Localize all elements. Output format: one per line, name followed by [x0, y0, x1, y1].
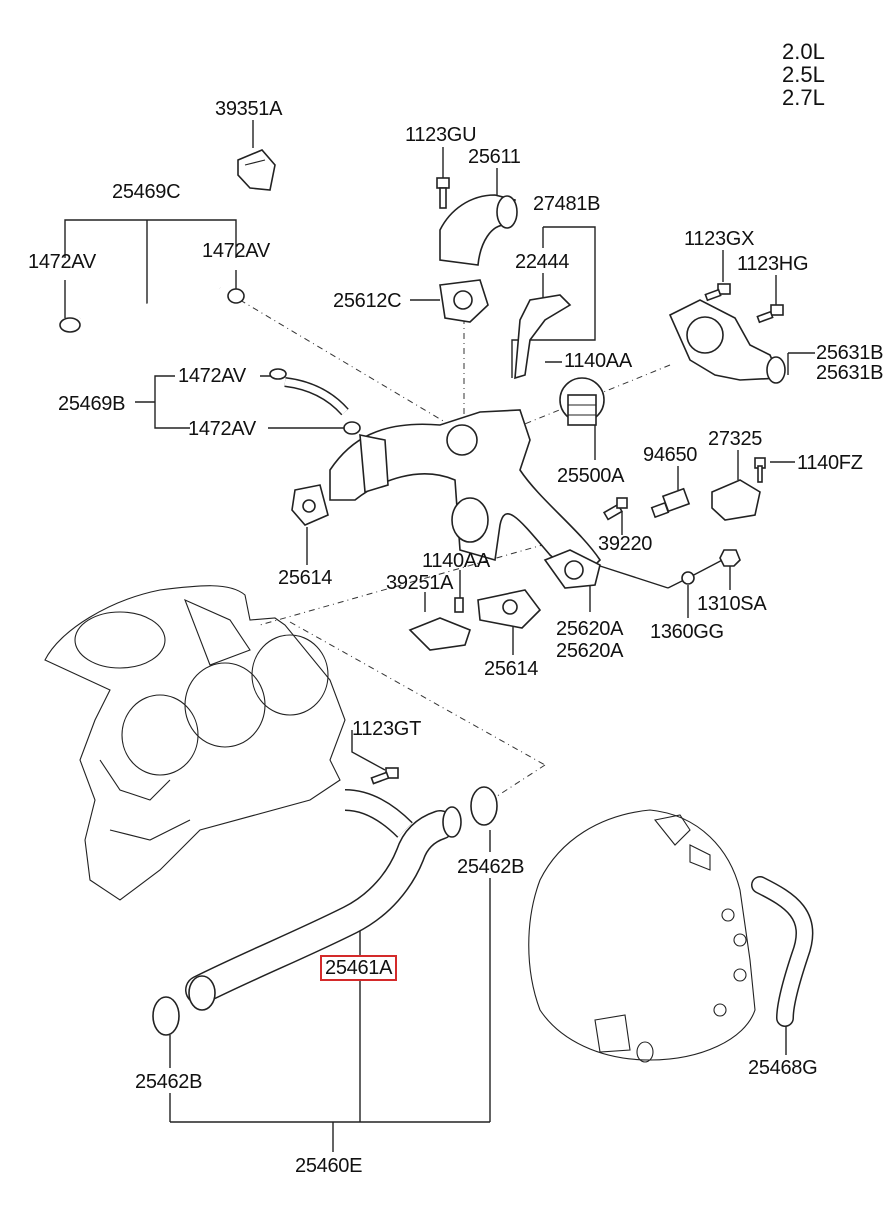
- gasket-25614-bottom: [477, 589, 542, 629]
- part-label-25631B-2: 25631B: [816, 362, 884, 384]
- housing-25611: [439, 194, 518, 266]
- housing-25631B: [668, 299, 786, 384]
- part-label-25620A-1: 25620A: [556, 618, 624, 640]
- engine-block: [44, 585, 346, 901]
- part-label-25468G: 25468G: [748, 1057, 818, 1079]
- gasket-25614-left: [291, 484, 329, 526]
- bracket-39351A: [237, 149, 276, 191]
- engine-size-2: 2.5L: [782, 62, 825, 87]
- part-label-1140FZ: 1140FZ: [797, 452, 863, 474]
- part-label-25460E: 25460E: [295, 1155, 363, 1177]
- part-label-1472AV-right: 1472AV: [202, 240, 270, 262]
- gasket-25612C: [439, 279, 489, 323]
- part-label-1123GX: 1123GX: [684, 228, 755, 250]
- part-label-25620A-2: 25620A: [556, 640, 624, 662]
- relay-27325: [711, 457, 766, 521]
- alignment-lines: [239, 299, 671, 803]
- part-label-25469B: 25469B: [58, 393, 126, 415]
- thermostat-25500A: [559, 377, 605, 426]
- gasket-25620A: [543, 549, 601, 589]
- part-label-25614-bottom: 25614: [484, 658, 539, 680]
- part-label-25461A-highlighted[interactable]: 25461A: [320, 955, 398, 981]
- water-pipe-assembly: [329, 409, 602, 582]
- part-label-1360GG: 1360GG: [650, 621, 724, 643]
- part-label-94650: 94650: [643, 444, 698, 466]
- part-label-25612C: 25612C: [333, 290, 402, 312]
- part-label-1123HG: 1123HG: [737, 253, 809, 275]
- part-label-27325: 27325: [708, 428, 763, 450]
- part-label-25631B-1: 25631B: [816, 342, 884, 364]
- part-label-39220: 39220: [598, 533, 653, 555]
- o-rings-25462B: [152, 786, 498, 1036]
- bolt-1123GT: [370, 767, 399, 785]
- bolt-1123GU: [436, 177, 450, 209]
- part-label-25462B-left: 25462B: [135, 1071, 203, 1093]
- hose-25469C: [59, 262, 245, 333]
- part-label-27481B: 27481B: [533, 193, 601, 215]
- part-label-25611: 25611: [468, 146, 521, 168]
- part-label-25462B-right: 25462B: [457, 856, 525, 878]
- part-label-1472AV-left: 1472AV: [28, 251, 96, 273]
- part-label-1472AV-lower: 1472AV: [188, 418, 256, 440]
- switch-39251A: [408, 597, 471, 651]
- part-label-25500A: 25500A: [557, 465, 625, 487]
- part-label-39351A: 39351A: [215, 98, 283, 120]
- part-label-1123GU: 1123GU: [405, 124, 477, 146]
- part-label-1140AA-mid: 1140AA: [422, 550, 490, 572]
- part-label-1310SA: 1310SA: [697, 593, 767, 615]
- part-label-22444: 22444: [515, 251, 570, 273]
- part-label-1472AV-upper: 1472AV: [178, 365, 246, 387]
- hose-25468G: [751, 876, 814, 1027]
- pipe-25461A: [185, 789, 462, 1011]
- bolts-1123GX-1123HG: [704, 283, 784, 324]
- part-label-25469C: 25469C: [112, 181, 181, 203]
- part-label-1140AA-top: 1140AA: [564, 350, 632, 372]
- engine-size-3: 2.7L: [782, 85, 825, 110]
- housing-right: [528, 809, 756, 1063]
- hose-25469B: [269, 368, 361, 435]
- nut-washer: [681, 549, 741, 585]
- leader-lines: [64, 120, 815, 1152]
- part-label-39251A: 39251A: [386, 572, 454, 594]
- sensor-39220: [602, 497, 628, 521]
- engine-size-1: 2.0L: [782, 39, 825, 64]
- clip-22444: [514, 294, 572, 380]
- part-label-1123GT: 1123GT: [352, 718, 421, 740]
- sensor-94650: [650, 487, 691, 519]
- part-label-25614-left: 25614: [278, 567, 333, 589]
